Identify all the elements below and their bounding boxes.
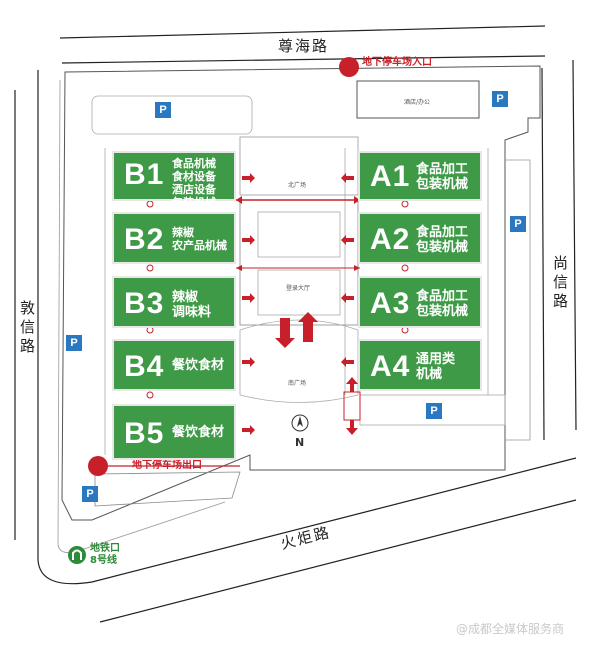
- hall-code: B2: [124, 223, 165, 256]
- hall-b3[interactable]: B3 辣椒调味料: [112, 276, 236, 328]
- hall-code: A2: [370, 223, 411, 256]
- parking-icon: P: [510, 216, 526, 232]
- hall-desc: 餐饮食材: [172, 425, 225, 440]
- hall-desc: 食品加工包装机械: [416, 289, 469, 319]
- hall-b4[interactable]: B4 餐饮食材: [112, 339, 236, 391]
- parking-icon: P: [82, 486, 98, 502]
- hall-desc: 食品机械食材设备酒店设备包装机械: [172, 157, 216, 209]
- compass-north-label: N: [295, 436, 305, 449]
- north-plaza-label: 北广场: [288, 182, 307, 189]
- hall-desc: 食品加工包装机械: [416, 162, 469, 192]
- south-plaza-label: 南广场: [288, 380, 307, 387]
- hall-code: B5: [124, 417, 165, 450]
- road-west-label: 敦信路: [18, 300, 36, 357]
- compass-icon: [291, 414, 309, 432]
- hall-b1[interactable]: B1 食品机械食材设备酒店设备包装机械: [112, 151, 236, 209]
- road-north-label: 尊海路: [278, 37, 330, 55]
- hall-desc: 通用类机械: [416, 352, 456, 382]
- parking-icon: P: [66, 335, 82, 351]
- hall-b5[interactable]: B5 餐饮食材: [112, 404, 236, 460]
- hall-a1[interactable]: A1 食品加工包装机械: [358, 151, 482, 201]
- metro-icon: [68, 546, 86, 564]
- hall-a2[interactable]: A2 食品加工包装机械: [358, 212, 482, 264]
- hall-desc: 食品加工包装机械: [416, 225, 469, 255]
- parking-icon: P: [155, 102, 171, 118]
- hall-code: A1: [370, 160, 411, 193]
- hall-code: B3: [124, 287, 165, 320]
- hall-code: A4: [370, 350, 411, 383]
- hall-a3[interactable]: A3 食品加工包装机械: [358, 276, 482, 328]
- watermark: @成都全媒体服务商: [456, 622, 565, 636]
- parking-icon: P: [426, 403, 442, 419]
- exit-dot-icon: [88, 456, 108, 476]
- registration-label: 登录大厅: [286, 285, 311, 292]
- hall-code: B4: [124, 350, 165, 383]
- hall-code: A3: [370, 287, 411, 320]
- road-east-label: 尚信路: [551, 255, 569, 312]
- parking-entrance-label: 地下停车场入口: [362, 57, 432, 68]
- hall-b2[interactable]: B2 辣椒农产品机械: [112, 212, 236, 264]
- hall-code: B1: [124, 158, 165, 191]
- parking-icon: P: [492, 91, 508, 107]
- entrance-dot-icon: [339, 57, 359, 77]
- hall-desc: 辣椒农产品机械: [172, 226, 227, 252]
- hall-a4[interactable]: A4 通用类机械: [358, 339, 482, 391]
- hall-desc: 餐饮食材: [172, 358, 225, 373]
- parking-exit-label: 地下停车场出口: [132, 460, 202, 471]
- hall-desc: 辣椒调味料: [172, 290, 212, 320]
- hotel-label: 酒店/办公: [404, 99, 431, 106]
